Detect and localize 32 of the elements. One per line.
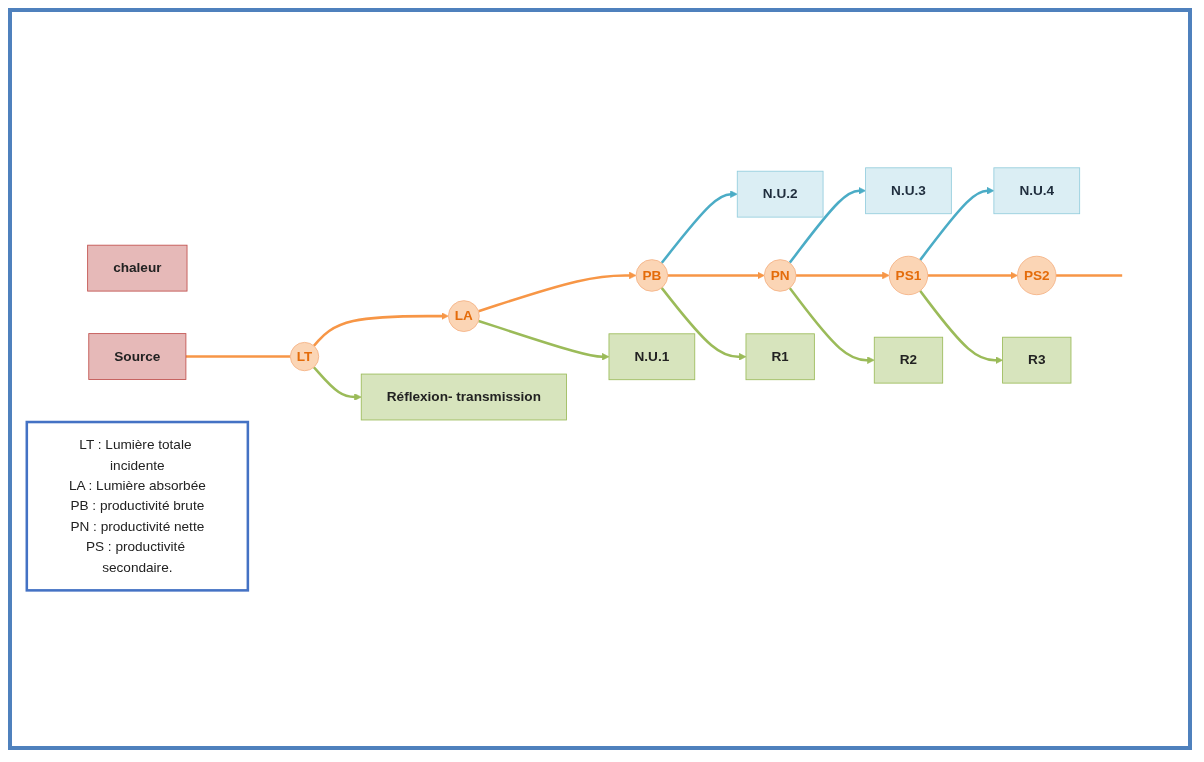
arrow xyxy=(796,271,890,280)
node-box: chaleur xyxy=(87,244,188,292)
node-box: N.U.4 xyxy=(993,167,1081,215)
node-circle: PS2 xyxy=(1017,255,1057,296)
node-box: R2 xyxy=(873,336,944,384)
arrow xyxy=(788,287,875,364)
connector xyxy=(185,355,291,358)
arrow xyxy=(667,271,765,280)
node-box: Réflexion- transmission xyxy=(360,373,567,421)
node-box: R3 xyxy=(1002,336,1072,384)
node-box: N.U.3 xyxy=(865,167,952,215)
node-box: Source xyxy=(88,333,187,380)
arrow xyxy=(312,312,449,347)
arrow xyxy=(927,271,1018,280)
arrow xyxy=(919,186,995,261)
arrow xyxy=(312,366,362,401)
node-circle: PN xyxy=(763,259,797,292)
node-box: LT : Lumière totale incidente LA : Lumière absorbée PB : productivité brute PN : productivité nette PS : productivité secondaire. xyxy=(25,420,250,592)
arrow xyxy=(660,287,747,361)
arrow xyxy=(478,319,610,361)
node-circle: PB xyxy=(635,259,669,292)
node-circle: PS1 xyxy=(888,255,929,296)
arrow xyxy=(478,271,637,313)
node-box: R1 xyxy=(745,333,815,381)
node-circle: LA xyxy=(448,300,480,332)
arrow xyxy=(660,190,738,264)
arrow xyxy=(788,186,866,264)
arrow xyxy=(919,289,1003,364)
node-box: N.U.1 xyxy=(608,333,696,381)
node-box: N.U.2 xyxy=(736,170,824,218)
node-circle: LT xyxy=(289,341,320,372)
connector xyxy=(1056,274,1123,277)
